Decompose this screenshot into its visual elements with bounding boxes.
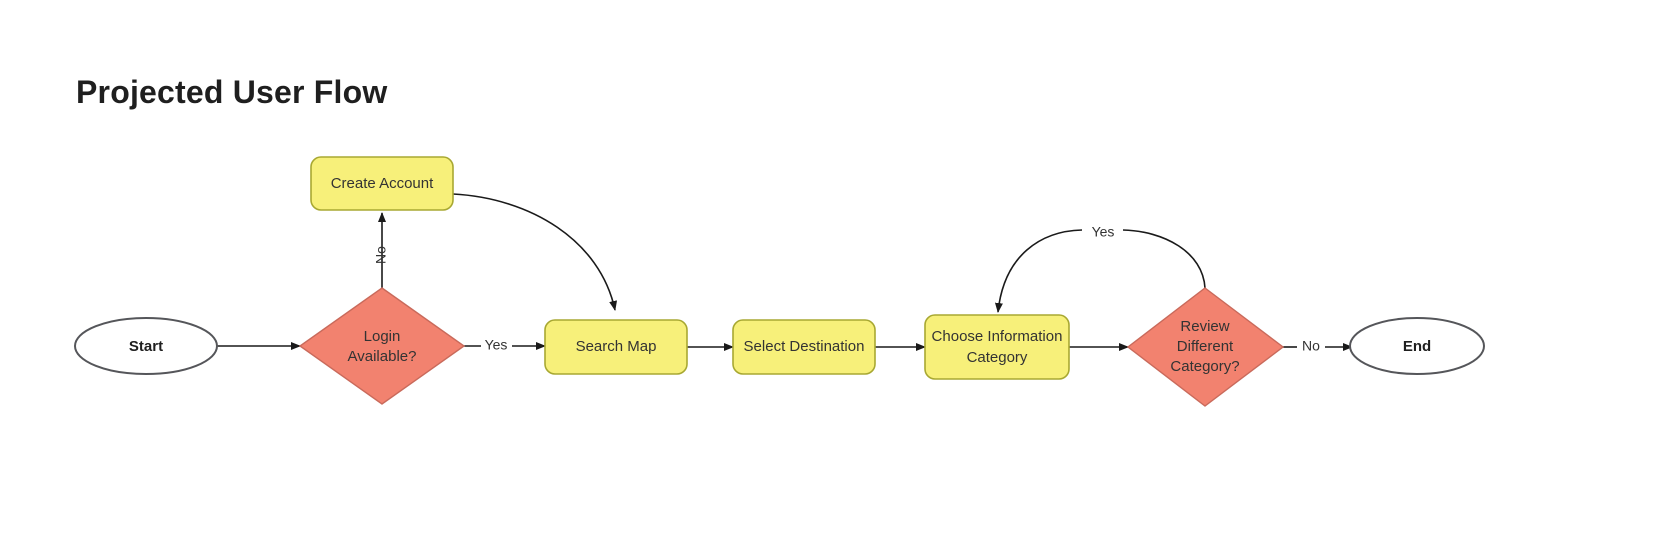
node-category-label-line1: Choose Information xyxy=(932,328,1063,345)
node-select-destination[interactable]: Select Destination xyxy=(732,319,876,375)
node-end[interactable]: End xyxy=(1349,317,1485,375)
node-choose-information-category[interactable]: Choose Information Category xyxy=(924,314,1070,380)
search-map-box[interactable] xyxy=(544,319,688,375)
node-create-account[interactable]: Create Account xyxy=(310,156,454,211)
node-end-label: End xyxy=(1403,338,1431,355)
edge-login-to-create: No xyxy=(373,212,389,288)
node-login-label-line2: Available? xyxy=(348,348,417,365)
node-select-destination-label: Select Destination xyxy=(744,338,865,355)
edge-login-to-search: Yes xyxy=(464,337,546,353)
edge-label-review-no: No xyxy=(1302,338,1320,354)
page-title: Projected User Flow xyxy=(76,74,388,110)
choose-information-category-box[interactable] xyxy=(924,314,1070,380)
review-diamond[interactable] xyxy=(1126,287,1285,407)
node-search-map[interactable]: Search Map xyxy=(544,319,688,375)
start-ellipse[interactable] xyxy=(74,317,218,375)
edge-review-to-end: No xyxy=(1283,338,1353,354)
edge-label-review-yes: Yes xyxy=(1092,224,1115,240)
select-destination-box[interactable] xyxy=(732,319,876,375)
edge-label-login-yes: Yes xyxy=(485,337,508,353)
login-diamond[interactable] xyxy=(298,287,466,405)
node-review-label-line1: Review xyxy=(1180,318,1229,335)
node-review-label-line3: Category? xyxy=(1170,358,1239,375)
node-start[interactable]: Start xyxy=(74,317,218,375)
node-review-different-category[interactable]: Review Different Category? xyxy=(1126,287,1285,407)
create-account-box[interactable] xyxy=(310,156,454,211)
node-start-label: Start xyxy=(129,338,163,355)
edge-create-to-search xyxy=(452,193,618,311)
edge-review-to-category: Yes xyxy=(994,224,1206,313)
node-category-label-line2: Category xyxy=(967,349,1028,366)
node-login-label-line1: Login xyxy=(364,328,401,345)
node-login-available[interactable]: Login Available? xyxy=(298,287,466,405)
node-create-account-label: Create Account xyxy=(331,175,434,192)
node-search-map-label: Search Map xyxy=(576,338,657,355)
node-review-label-line2: Different xyxy=(1177,338,1234,355)
edge-label-login-no: No xyxy=(373,246,389,264)
end-ellipse[interactable] xyxy=(1349,317,1485,375)
